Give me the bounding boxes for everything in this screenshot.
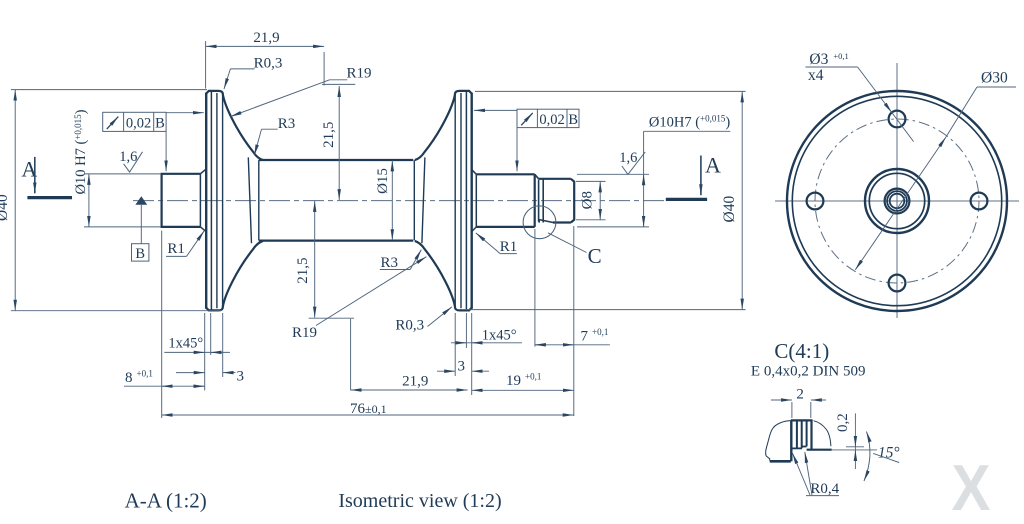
svg-text:21,9: 21,9 [402, 373, 428, 389]
svg-text:21,5: 21,5 [295, 257, 311, 283]
svg-text:Ø15: Ø15 [375, 168, 391, 194]
svg-text:1x45°: 1x45° [168, 336, 203, 352]
svg-text:1x45°: 1x45° [482, 327, 517, 343]
svg-text:E 0,4x0,2 DIN 509: E 0,4x0,2 DIN 509 [751, 364, 866, 380]
svg-text:A-A (1:2): A-A (1:2) [125, 488, 207, 512]
svg-text:R19: R19 [346, 66, 371, 82]
svg-text:B: B [135, 246, 145, 262]
svg-text:B: B [155, 116, 165, 132]
svg-text:R1: R1 [500, 239, 518, 255]
svg-text:Ø40: Ø40 [0, 194, 11, 221]
svg-text:A: A [21, 156, 37, 181]
svg-text:R0,3: R0,3 [254, 55, 283, 71]
svg-text:R1: R1 [167, 241, 185, 257]
svg-text:21,9: 21,9 [253, 30, 279, 46]
svg-text:A: A [705, 153, 721, 178]
svg-text:C(4:1): C(4:1) [774, 339, 829, 363]
svg-text:1,6: 1,6 [619, 150, 637, 166]
svg-text:3: 3 [457, 358, 465, 374]
svg-text:Ø8: Ø8 [580, 191, 596, 209]
svg-text:Ø30: Ø30 [981, 70, 1008, 87]
svg-text:x4: x4 [808, 67, 824, 84]
svg-text:Isometric view (1:2): Isometric view (1:2) [338, 490, 501, 512]
svg-text:0,02: 0,02 [539, 112, 564, 128]
svg-text:R3: R3 [380, 255, 398, 271]
svg-text:76±0,1: 76±0,1 [350, 401, 387, 417]
svg-text:0,02: 0,02 [126, 116, 151, 132]
svg-text:Ø40: Ø40 [721, 196, 738, 223]
svg-text:21,5: 21,5 [321, 122, 337, 148]
svg-text:R0,4: R0,4 [810, 481, 839, 497]
svg-text:R0,3: R0,3 [395, 318, 424, 334]
svg-text:1,6: 1,6 [119, 149, 137, 165]
svg-text:2: 2 [796, 387, 804, 403]
svg-text:0,2: 0,2 [835, 413, 851, 432]
svg-text:R19: R19 [292, 325, 317, 341]
svg-text:R3: R3 [278, 116, 296, 132]
svg-text:B: B [568, 112, 578, 128]
svg-text:C: C [588, 244, 602, 268]
svg-text:X: X [952, 452, 991, 524]
svg-text:3: 3 [236, 368, 244, 384]
